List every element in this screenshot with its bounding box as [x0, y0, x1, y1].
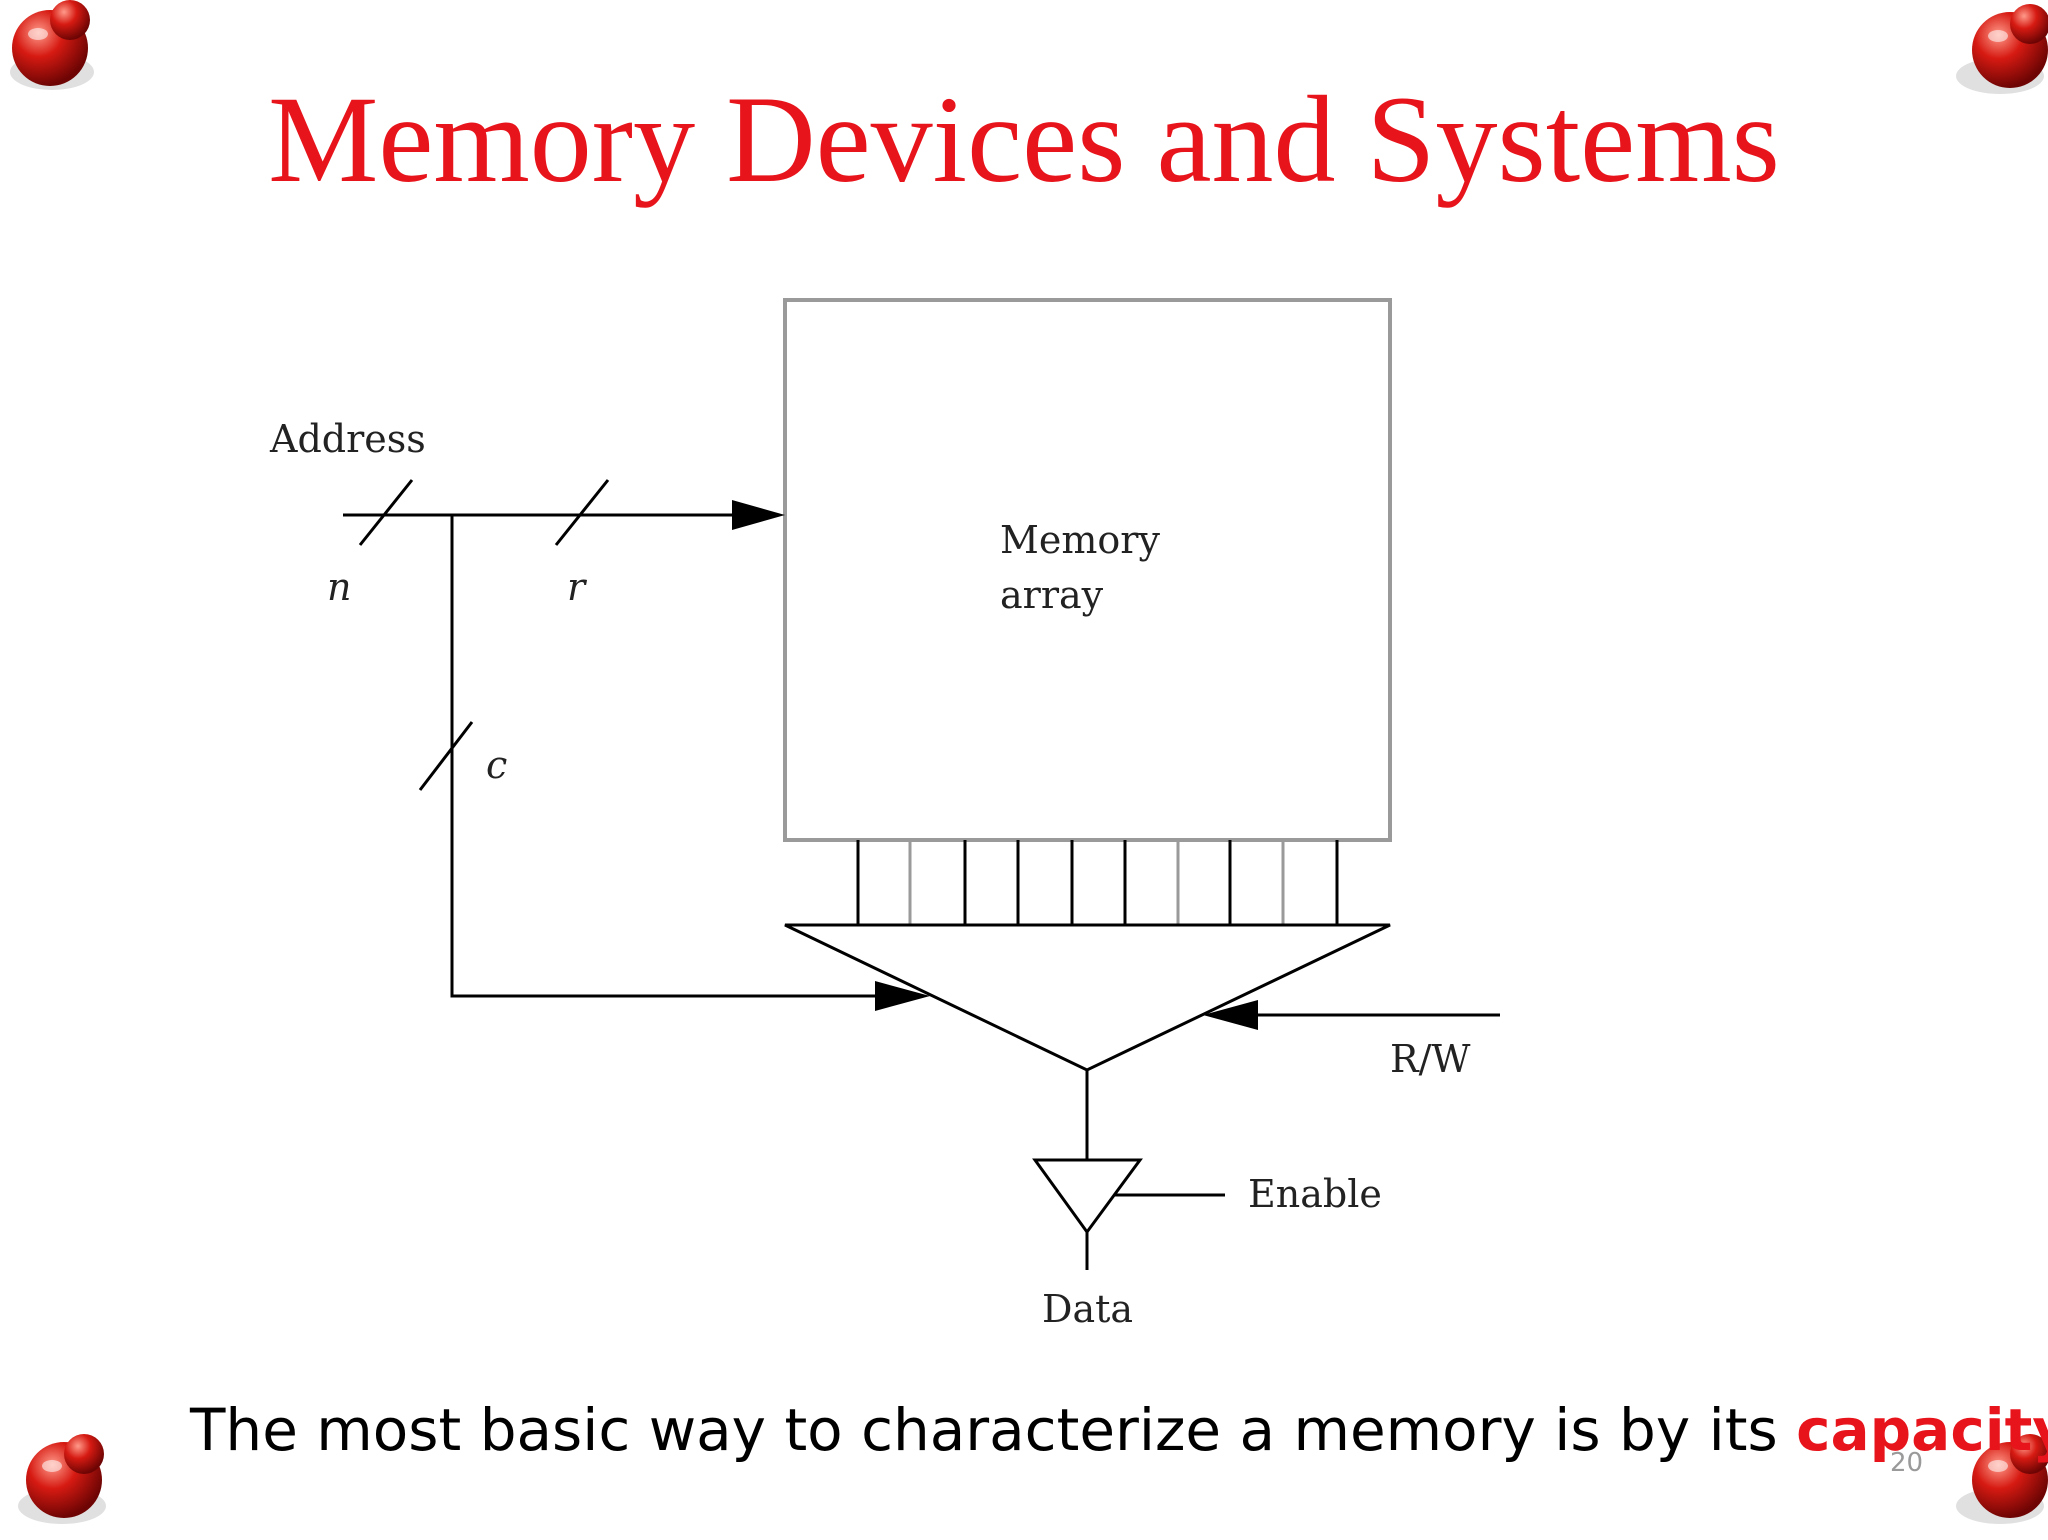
c-label: c [486, 743, 507, 787]
memory-array-box [783, 298, 1392, 842]
caption-text: The most basic way to characterize a mem… [190, 1396, 1797, 1464]
n-label: n [327, 565, 351, 609]
address-label: Address [269, 417, 426, 461]
pushpin-icon-top-left [10, 0, 94, 90]
rw-label: R/W [1390, 1037, 1470, 1081]
pushpin-icon-bottom-left [18, 1434, 106, 1524]
address-arrowhead [732, 500, 785, 530]
address-slash-r [554, 479, 610, 546]
memory-array-label-line1: Memory [1000, 518, 1160, 562]
memory-array-label-line2: array [1000, 573, 1104, 617]
column-lines [856, 840, 1339, 925]
column-slash-c [418, 721, 474, 791]
pushpin-icon-bottom-right [1956, 1434, 2048, 1524]
rw-arrowhead [1203, 1000, 1258, 1030]
pushpin-icon-top-right [1956, 4, 2048, 94]
caption-emphasis: capacity [1796, 1396, 2048, 1464]
tristate-buffer-triangle [1032, 1158, 1143, 1235]
page-number: 20 [1890, 1448, 1924, 1478]
multiplexer-triangle [784, 923, 1391, 1072]
address-slash-n [358, 479, 414, 546]
column-address-arrowhead [875, 981, 930, 1011]
enable-label: Enable [1248, 1172, 1382, 1216]
slide-caption: The most basic way to characterize a mem… [190, 1396, 2048, 1464]
data-label: Data [1042, 1287, 1133, 1331]
r-label: r [567, 565, 588, 609]
slide-title: Memory Devices and Systems [268, 71, 1780, 208]
column-address-line [450, 515, 880, 998]
